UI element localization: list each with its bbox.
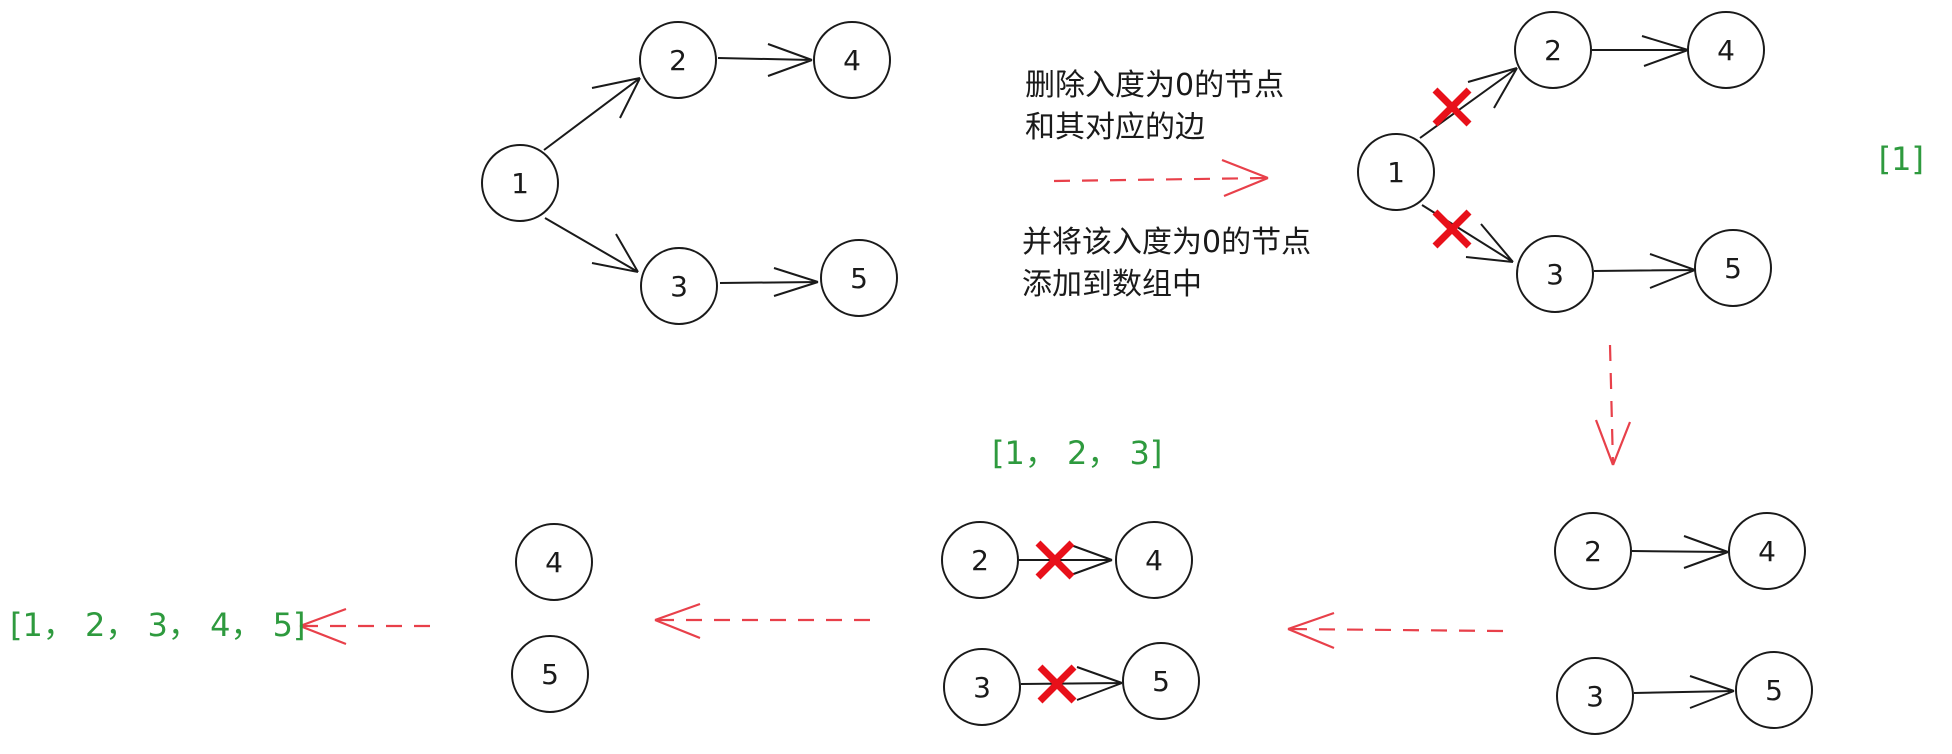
node-label: 4 [1145,544,1163,577]
stage-2-node-1: 1 [1357,133,1435,211]
node-label: 5 [1152,665,1170,698]
stage-4-node-4: 4 [1115,521,1193,599]
stage-1-edges [543,43,819,297]
remove-mark-edge-1-2 [1432,87,1472,127]
stage-3-node-5: 5 [1735,651,1813,729]
stage-2-node-5: 5 [1694,229,1772,307]
stage-1-node-5: 5 [820,239,898,317]
stage-3-node-3: 3 [1556,657,1634,735]
caption-line-4: 添加到数组中 [1022,267,1202,302]
step-arrow-down [1594,344,1632,466]
node-label: 5 [541,658,559,691]
stage-2-remove-marks [1432,87,1472,249]
stage-4-edges [1019,543,1123,701]
edge-3-5 [719,267,819,297]
step-arrow-left-2 [654,602,870,640]
node-label: 2 [1544,34,1562,67]
node-label: 5 [850,262,868,295]
result-array-stage-4: [1， 2， 3] [992,434,1162,472]
node-label: 3 [1586,680,1604,713]
edge-3-5 [1020,666,1123,701]
node-label: 1 [511,167,529,200]
stage-3-node-4: 4 [1728,512,1806,590]
node-label: 2 [669,44,687,77]
node-label: 5 [1724,252,1742,285]
stage-2-graph: 1 2 3 4 5 [1] [1357,11,1924,313]
stage-1-node-4: 4 [813,21,891,99]
stage-5-node-4: 4 [515,523,593,601]
remove-mark-edge-1-3 [1432,209,1472,249]
edge-1-2 [543,77,641,151]
stage-5-graph: 4 5 [511,523,593,713]
edge-2-4 [1592,35,1689,67]
stage-1-graph: 1 2 3 4 5 [481,21,898,325]
stage-4-node-2: 2 [941,521,1019,599]
node-label: 2 [971,544,989,577]
result-array-stage-2: [1] [1879,140,1924,178]
stage-2-node-2: 2 [1514,11,1592,89]
stage-3-graph: 2 3 4 5 [1554,512,1813,735]
node-label: 4 [1717,34,1735,67]
stage-3-edges [1631,535,1735,709]
step-arrow-right [1053,158,1269,198]
node-label: 3 [670,270,688,303]
stage-1-node-3: 3 [640,247,718,325]
stage-2-edges [1419,35,1696,289]
edge-2-4 [1631,535,1729,569]
stage-4-remove-marks [1035,540,1077,704]
stage-2-node-4: 4 [1687,11,1765,89]
node-label: 4 [1758,535,1776,568]
edge-1-2 [1419,67,1518,139]
step-caption: 删除入度为0的节点 和其对应的边 并将该入度为0的节点 添加到数组中 [1022,68,1311,302]
step-arrow-left-1 [1287,611,1504,650]
caption-line-2: 和其对应的边 [1025,110,1205,145]
stage-1-node-1: 1 [481,144,559,222]
edge-1-3 [544,217,639,273]
step-arrow-left-3 [299,607,430,646]
stage-3-node-2: 2 [1554,512,1632,590]
result-array-final: [1， 2， 3， 4， 5] [10,606,305,644]
stage-4-node-3: 3 [943,648,1021,726]
stage-1-node-2: 2 [639,21,717,99]
edge-3-5 [1633,675,1735,709]
step-arrows [299,158,1632,650]
caption-line-1: 删除入度为0的节点 [1025,68,1284,103]
node-label: 2 [1584,535,1602,568]
node-label: 3 [973,671,991,704]
node-label: 5 [1765,674,1783,707]
caption-line-3: 并将该入度为0的节点 [1022,225,1311,260]
node-label: 4 [545,546,563,579]
stage-4-node-5: 5 [1122,642,1200,720]
stage-5-node-5: 5 [511,635,589,713]
remove-mark-edge-2-4 [1035,540,1075,580]
remove-mark-edge-3-5 [1037,664,1077,704]
stage-2-node-3: 3 [1516,235,1594,313]
node-label: 4 [843,44,861,77]
node-label: 3 [1546,258,1564,291]
node-label: 1 [1387,156,1405,189]
edge-2-4 [717,43,813,77]
edge-2-4 [1019,543,1113,577]
edge-3-5 [1593,253,1696,289]
stage-4-graph: [1， 2， 3] 2 3 4 [941,434,1200,726]
